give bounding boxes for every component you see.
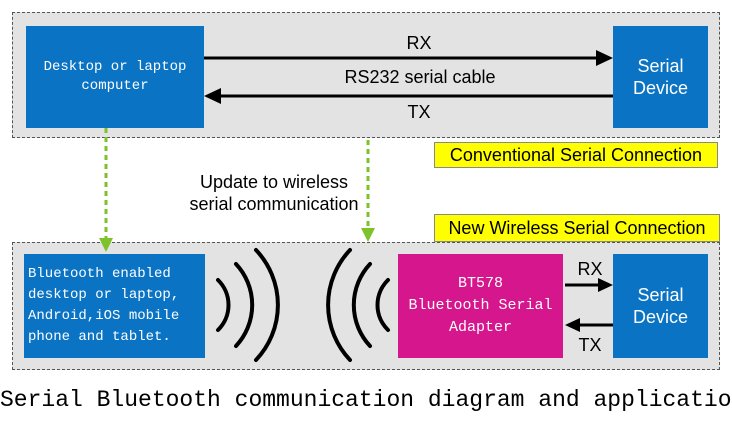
computer-label-line-1: Desktop or laptop [43, 59, 187, 75]
serial-device-bottom-label-line-2: Device [632, 307, 689, 327]
bluetooth-device-line-1: Bluetooth enabled [28, 266, 171, 282]
computer-box: Desktop or laptop computer [26, 26, 204, 128]
rx-arrow-top [204, 50, 613, 66]
wireless-waves-right-icon [326, 248, 390, 362]
tx-arrow-bottom [565, 318, 613, 332]
bluetooth-device-line-4: phone and tablet. [28, 329, 171, 345]
serial-device-label-line-1: Serial [637, 56, 684, 76]
dashed-arrow-right [361, 140, 375, 242]
rx-arrow-bottom [565, 278, 613, 292]
bluetooth-device-line-3: Android,iOS mobile [28, 308, 180, 324]
update-label: Update to wireless serial communication [176, 171, 372, 215]
rx-label-bottom: RX [577, 259, 603, 279]
wireless-waves-left-icon [216, 248, 280, 362]
bluetooth-device-line-2: desktop or laptop, [28, 287, 180, 303]
tx-label-top: TX [407, 102, 431, 122]
adapter-label-line-1: BT578 [457, 275, 503, 292]
bluetooth-device-box: Bluetooth enabled desktop or laptop, And… [24, 254, 205, 358]
tx-arrow-top [204, 88, 613, 104]
tx-label-bottom: TX [578, 335, 602, 355]
update-label-line-1: Update to wireless [199, 172, 349, 192]
rs232-cable-label: RS232 serial cable [344, 67, 496, 87]
update-label-line-2: serial communication [189, 194, 359, 214]
conventional-caption: Conventional Serial Connection [434, 142, 718, 168]
dashed-arrow-left [99, 128, 113, 252]
adapter-label-line-2: Bluetooth Serial [408, 297, 553, 314]
adapter-label-line-3: Adapter [448, 319, 512, 336]
serial-device-bottom-label-line-1: Serial [637, 285, 684, 305]
computer-label-line-2: computer [81, 78, 149, 94]
serial-device-label-line-2: Device [632, 78, 689, 98]
serial-device-box-top: Serial Device [613, 26, 708, 128]
serial-device-box-bottom: Serial Device [613, 254, 708, 358]
rx-label-top: RX [406, 33, 432, 53]
footer-title: Serial Bluetooth communication diagram a… [0, 387, 732, 413]
bt578-adapter-box: BT578 Bluetooth Serial Adapter [398, 254, 563, 358]
wireless-caption: New Wireless Serial Connection [434, 214, 720, 242]
